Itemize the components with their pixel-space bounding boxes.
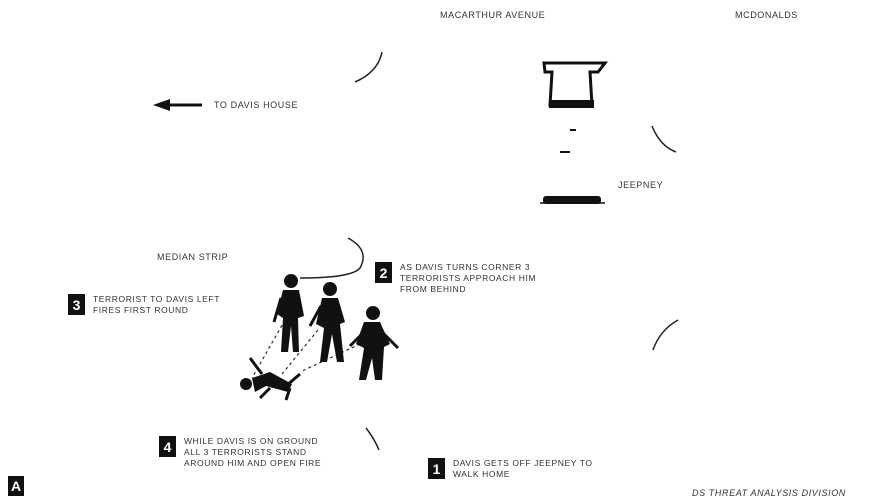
curb-curve — [355, 52, 382, 82]
terrorist-figure-icon — [350, 306, 398, 380]
step-number-badge: 2 — [375, 262, 392, 283]
median-strip-curve — [300, 238, 363, 278]
curb-curve — [652, 126, 676, 152]
terrorist-figure-icon — [310, 282, 345, 362]
step-text: DAVIS GETS OFF JEEPNEY TO WALK HOME — [453, 458, 593, 480]
step-text: WHILE DAVIS IS ON GROUND ALL 3 TERRORIST… — [184, 436, 321, 469]
credit-label: DS THREAT ANALYSIS DIVISION — [692, 488, 846, 499]
step-4: 4 WHILE DAVIS IS ON GROUND ALL 3 TERRORI… — [159, 436, 321, 469]
terrorist-figure-icon — [274, 274, 304, 352]
step-3: 3 TERRORIST TO DAVIS LEFT FIRES FIRST RO… — [68, 294, 220, 316]
vehicle-label: JEEPNEY — [618, 180, 663, 191]
panel-letter-badge: A — [8, 476, 24, 496]
restaurant-label: MCDONALDS — [735, 10, 798, 21]
victim-figure-icon — [240, 358, 300, 400]
lines-of-fire — [252, 320, 360, 378]
curb-curve — [653, 320, 678, 350]
step-number-badge: 3 — [68, 294, 85, 315]
step-number-badge: 4 — [159, 436, 176, 457]
step-2: 2 AS DAVIS TURNS CORNER 3 TERRORISTS APP… — [375, 262, 536, 295]
jeepney-icon — [540, 63, 605, 204]
curb-curve — [366, 428, 379, 450]
step-1: 1 DAVIS GETS OFF JEEPNEY TO WALK HOME — [428, 458, 593, 480]
median-label: MEDIAN STRIP — [157, 252, 228, 263]
step-text: AS DAVIS TURNS CORNER 3 TERRORISTS APPRO… — [400, 262, 536, 295]
arrow-left-icon — [153, 99, 202, 111]
step-text: TERRORIST TO DAVIS LEFT FIRES FIRST ROUN… — [93, 294, 220, 316]
street-label: MACARTHUR AVENUE — [440, 10, 545, 21]
step-number-badge: 1 — [428, 458, 445, 479]
to-house-label: TO DAVIS HOUSE — [214, 100, 298, 111]
